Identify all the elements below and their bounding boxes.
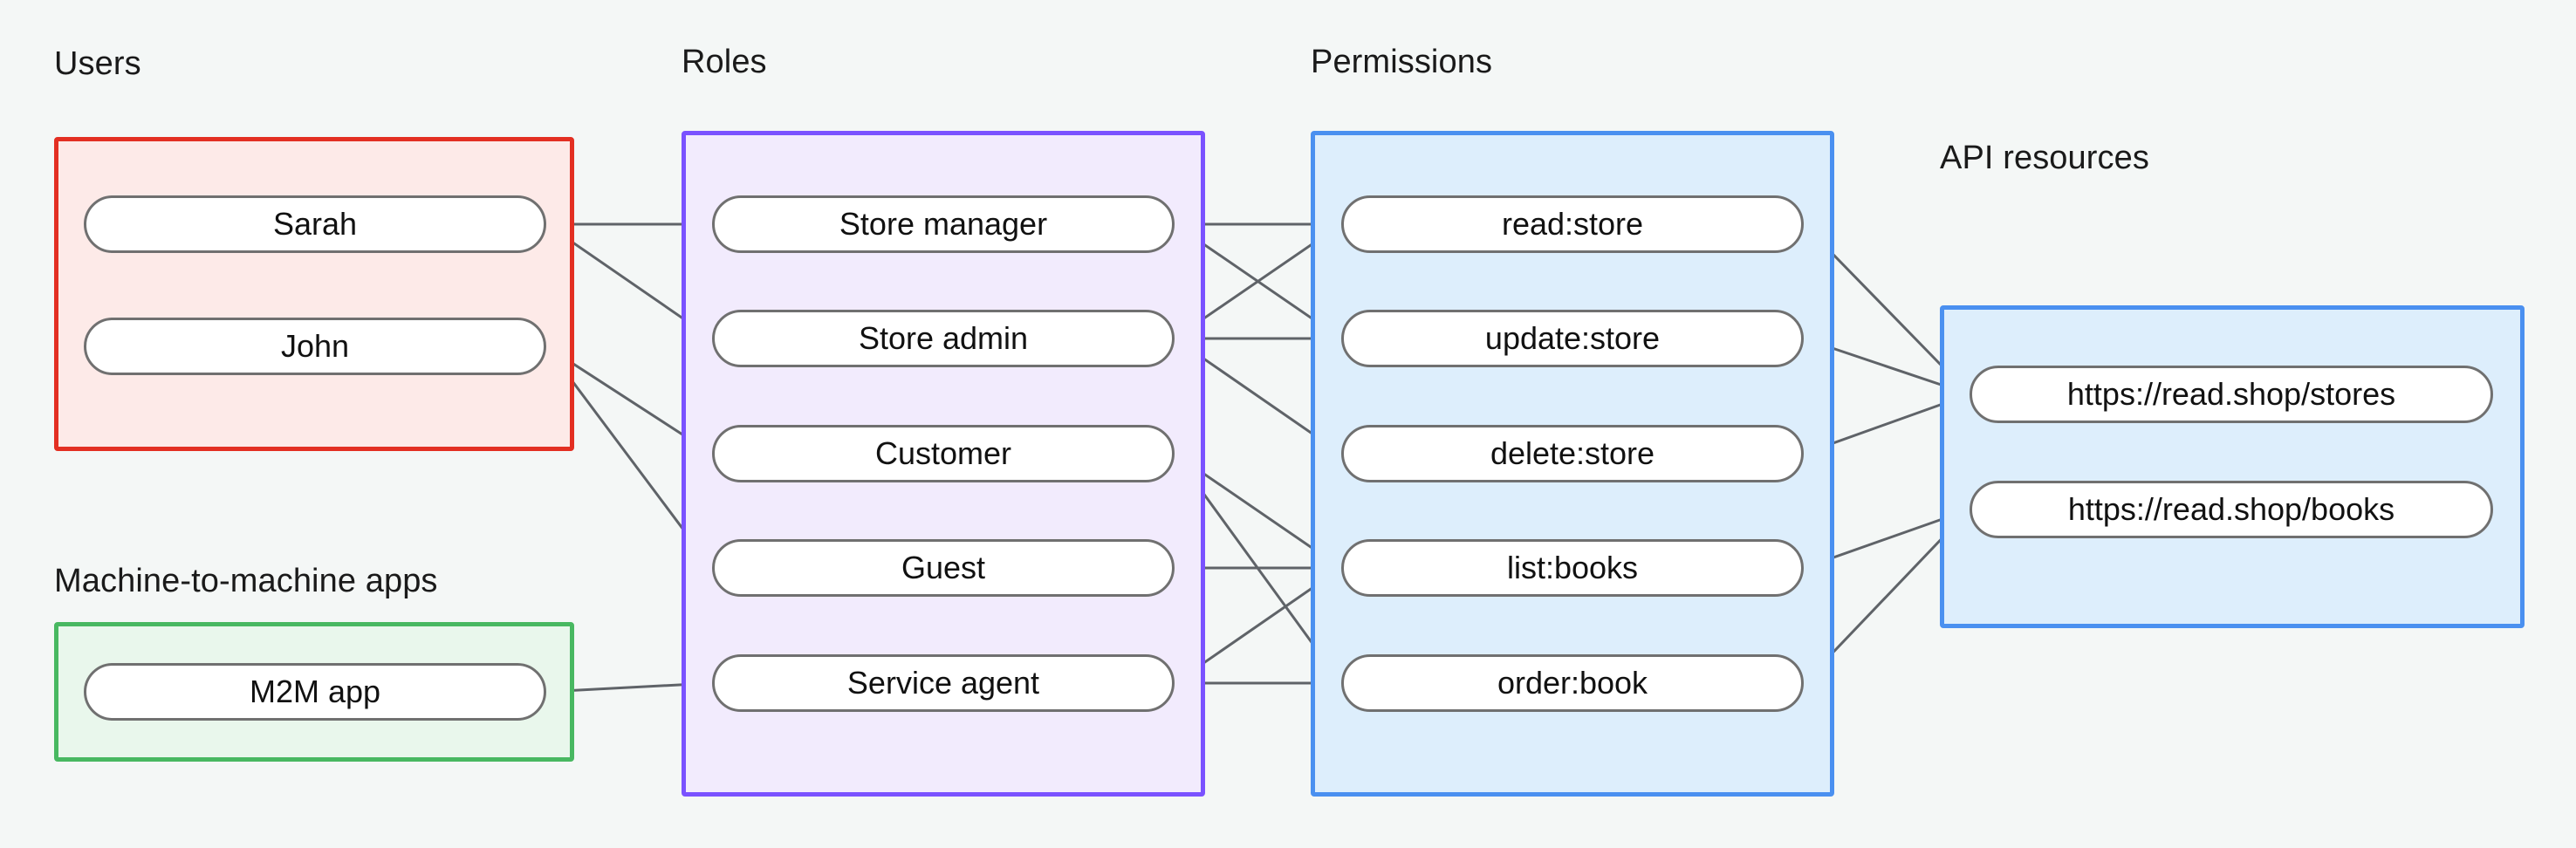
node-update-store[interactable]: update:store [1341,310,1804,367]
node-label-read-shop-books: https://read.shop/books [2067,491,2395,527]
node-read-shop-stores[interactable]: https://read.shop/stores [1970,366,2493,423]
node-john[interactable]: John [84,318,546,375]
group-title-roles: Roles [682,44,767,80]
node-label-list-books: list:books [1506,550,1639,585]
node-label-delete-store: delete:store [1490,435,1655,471]
group-title-api-resources: API resources [1940,140,2149,176]
node-label-update-store: update:store [1484,320,1661,356]
node-label-order-book: order:book [1497,665,1648,701]
node-list-books[interactable]: list:books [1341,539,1804,597]
node-label-read-shop-stores: https://read.shop/stores [2066,376,2396,412]
node-read-shop-books[interactable]: https://read.shop/books [1970,481,2493,538]
node-label-m2m-app: M2M app [249,674,381,709]
node-service-agent[interactable]: Service agent [712,654,1175,712]
node-label-sarah: Sarah [272,206,358,242]
node-store-manager[interactable]: Store manager [712,195,1175,253]
node-label-store-admin: Store admin [858,320,1029,356]
node-delete-store[interactable]: delete:store [1341,425,1804,482]
group-title-users: Users [54,45,141,82]
node-label-store-manager: Store manager [839,206,1048,242]
node-label-customer: Customer [874,435,1012,471]
node-guest[interactable]: Guest [712,539,1175,597]
group-title-m2m: Machine-to-machine apps [54,563,438,599]
node-sarah[interactable]: Sarah [84,195,546,253]
node-label-john: John [280,328,350,364]
node-store-admin[interactable]: Store admin [712,310,1175,367]
group-title-permissions: Permissions [1311,44,1493,80]
node-order-book[interactable]: order:book [1341,654,1804,712]
node-read-store[interactable]: read:store [1341,195,1804,253]
node-label-guest: Guest [901,550,986,585]
node-label-service-agent: Service agent [846,665,1040,701]
group-box-api-resources [1940,305,2525,628]
node-label-read-store: read:store [1501,206,1644,242]
node-m2m-app[interactable]: M2M app [84,663,546,721]
node-customer[interactable]: Customer [712,425,1175,482]
group-box-users [54,137,574,451]
